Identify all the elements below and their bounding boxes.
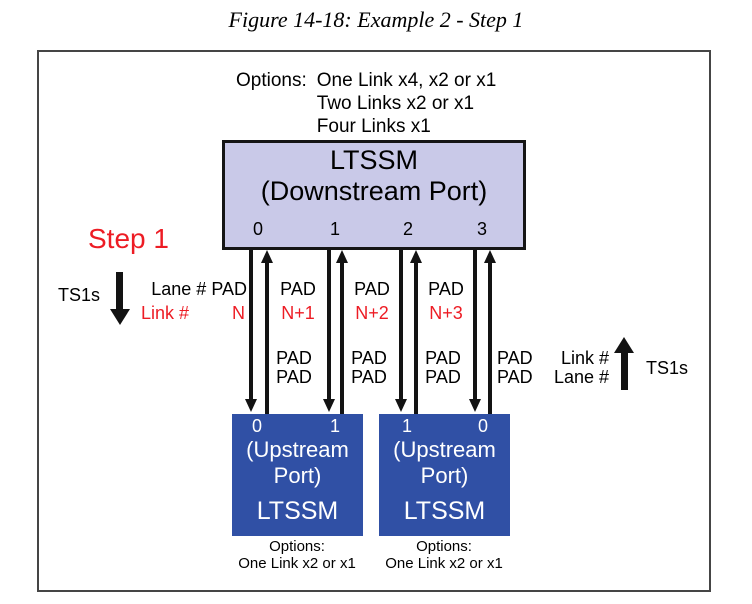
rx-arrowhead-icon xyxy=(410,250,422,263)
rx-pad: PAD xyxy=(276,367,312,387)
rx-pad: PAD xyxy=(497,367,533,387)
ts1s-right-label: TS1s xyxy=(646,358,689,378)
ts1s-down-arrow-icon xyxy=(116,272,123,310)
rx-arrowhead-icon xyxy=(484,250,496,263)
tx-arrowhead-icon xyxy=(245,399,257,412)
rx-arrow-line xyxy=(340,263,344,414)
rx-arrow-line xyxy=(265,263,269,414)
upstream-ltssm-title: LTSSM xyxy=(256,497,339,525)
upstream-port-box-2: 1 0 (Upstream Port) LTSSM xyxy=(379,414,510,536)
upstream-port-line1: (Upstream xyxy=(393,437,496,462)
options-line: Four Links x1 xyxy=(316,116,431,137)
ts1s-left-label: TS1s xyxy=(58,285,101,305)
rx-arrowhead-icon xyxy=(336,250,348,263)
tx-lane-header: Lane # PAD xyxy=(151,279,247,299)
tx-arrow-line xyxy=(249,250,253,400)
tx-pad: PAD xyxy=(354,279,390,299)
step-label: Step 1 xyxy=(88,223,169,254)
rx-pad: PAD xyxy=(497,348,533,368)
downstream-lane-number: 3 xyxy=(476,219,488,239)
rx-link-header: Link # xyxy=(560,348,609,368)
figure-caption: Figure 14-18: Example 2 - Step 1 xyxy=(228,7,524,32)
rx-lane-header: Lane # xyxy=(553,367,609,387)
rx-arrow-line xyxy=(488,263,492,414)
tx-link-number: N+2 xyxy=(355,303,389,323)
upstream-port-line2: Port) xyxy=(273,463,322,488)
options-label: Options: xyxy=(236,70,307,91)
tx-arrow-line xyxy=(399,250,403,400)
downstream-port-subtitle: (Downstream Port) xyxy=(260,176,488,206)
tx-arrow-line xyxy=(473,250,477,400)
upstream-ltssm-title: LTSSM xyxy=(403,497,486,525)
ts1s-down-arrowhead-icon xyxy=(110,309,130,325)
rx-pad-column: PAD PAD xyxy=(351,349,387,387)
rx-pad-column: PAD PAD xyxy=(276,349,312,387)
ts1s-up-arrowhead-icon xyxy=(614,337,634,353)
tx-link-row: Link # N xyxy=(141,301,245,325)
downstream-lane-number: 1 xyxy=(329,219,341,239)
downstream-options: Options: One Link x4, x2 or x1 Two Links… xyxy=(236,69,496,138)
upstream-options-1: Options: One Link x2 or x1 xyxy=(238,538,356,572)
options-line: One Link x2 or x1 xyxy=(238,555,356,572)
upstream-lane-number: 0 xyxy=(251,416,263,436)
options-label: Options: xyxy=(269,538,325,555)
rx-arrow-line xyxy=(414,263,418,414)
tx-arrowhead-icon xyxy=(469,399,481,412)
upstream-lane-number: 0 xyxy=(477,416,489,436)
upstream-port-line1: (Upstream xyxy=(246,437,349,462)
tx-pad-link-label: PAD N+1 xyxy=(280,277,316,325)
rx-right-labels: PAD Link # PAD Lane # xyxy=(497,349,609,387)
options-label: Options: xyxy=(416,538,472,555)
upstream-lane-number: 1 xyxy=(329,416,341,436)
tx-pad-link-label: PAD N+3 xyxy=(428,277,464,325)
tx-pad: PAD xyxy=(280,279,316,299)
rx-pad: PAD xyxy=(351,348,387,368)
downstream-ltssm-title: LTSSM xyxy=(329,145,418,175)
rx-pad: PAD xyxy=(351,367,387,387)
downstream-port-box: LTSSM (Downstream Port) 0 1 2 3 xyxy=(222,140,526,250)
upstream-lane-number: 1 xyxy=(401,416,413,436)
tx-pad-link-label: PAD N+2 xyxy=(354,277,390,325)
options-line: Two Links x2 or x1 xyxy=(316,93,475,114)
upstream-options-2: Options: One Link x2 or x1 xyxy=(385,538,503,572)
upstream-port-box-1: 0 1 (Upstream Port) LTSSM xyxy=(232,414,363,536)
options-line: One Link x4, x2 or x1 xyxy=(316,70,497,91)
upstream-port-line2: Port) xyxy=(420,463,469,488)
rx-pad-column: PAD PAD xyxy=(425,349,461,387)
tx-arrowhead-icon xyxy=(323,399,335,412)
ts1s-up-arrow-icon xyxy=(621,352,628,390)
tx-arrow-line xyxy=(327,250,331,400)
tx-pad: PAD xyxy=(428,279,464,299)
downstream-lane-number: 0 xyxy=(252,219,264,239)
tx-link-header: Link # xyxy=(141,303,190,323)
rx-arrowhead-icon xyxy=(261,250,273,263)
rx-pad: PAD xyxy=(425,348,461,368)
rx-pad: PAD xyxy=(276,348,312,368)
rx-pad: PAD xyxy=(425,367,461,387)
tx-arrowhead-icon xyxy=(395,399,407,412)
downstream-lane-number: 2 xyxy=(402,219,414,239)
tx-link-number: N+1 xyxy=(281,303,315,323)
tx-link-number: N+3 xyxy=(429,303,463,323)
tx-link-value: N xyxy=(232,303,245,323)
options-line: One Link x2 or x1 xyxy=(385,555,503,572)
